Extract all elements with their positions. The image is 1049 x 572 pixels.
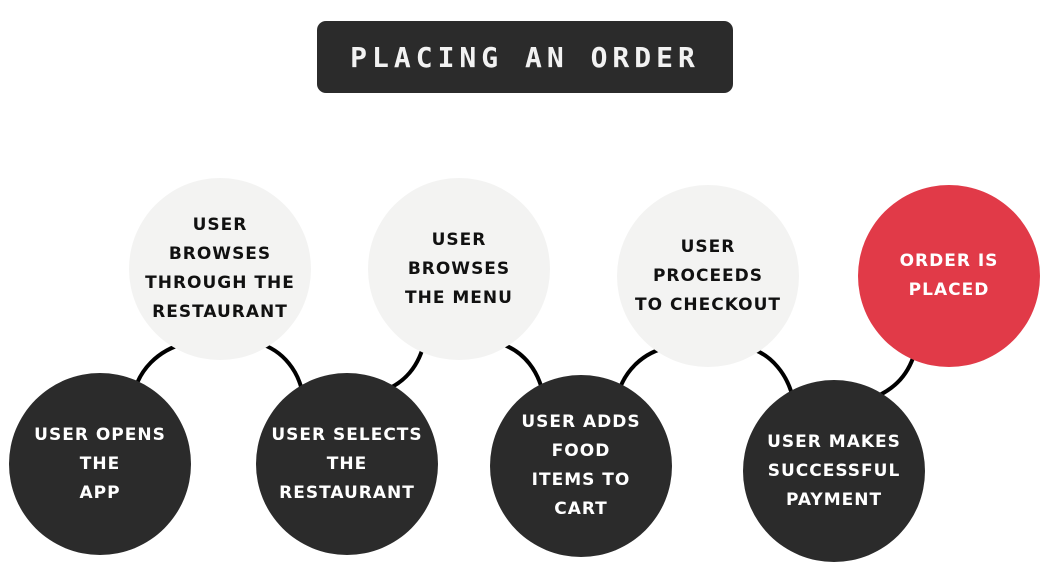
step-label: USER ADDS FOOD ITEMS TO CART: [521, 412, 641, 519]
step-order-placed: ORDER IS PLACED: [858, 185, 1040, 367]
step-user-browses-menu: USER BROWSES THE MENU: [368, 178, 550, 360]
step-label: ORDER IS PLACED: [899, 251, 999, 300]
step-user-selects-restaurant: USER SELECTS THE RESTAURANT: [256, 373, 438, 555]
step-user-makes-payment: USER MAKES SUCCESSFUL PAYMENT: [743, 380, 925, 562]
step-label: USER MAKES SUCCESSFUL PAYMENT: [767, 431, 901, 510]
title-banner: PLACING AN ORDER: [317, 21, 733, 93]
step-label: USER SELECTS THE RESTAURANT: [271, 424, 423, 503]
step-user-opens-app: USER OPENS THE APP: [9, 373, 191, 555]
step-label: USER BROWSES THE MENU: [405, 229, 513, 308]
step-label: USER BROWSES THROUGH THE RESTAURANT: [145, 215, 295, 322]
step-label: USER PROCEEDS TO CHECKOUT: [634, 236, 782, 315]
page-title: PLACING AN ORDER: [350, 40, 700, 74]
step-user-proceeds-checkout: USER PROCEEDS TO CHECKOUT: [617, 185, 799, 367]
step-user-adds-to-cart: USER ADDS FOOD ITEMS TO CART: [490, 375, 672, 557]
step-user-browses-restaurant: USER BROWSES THROUGH THE RESTAURANT: [129, 178, 311, 360]
step-label: USER OPENS THE APP: [34, 424, 166, 503]
